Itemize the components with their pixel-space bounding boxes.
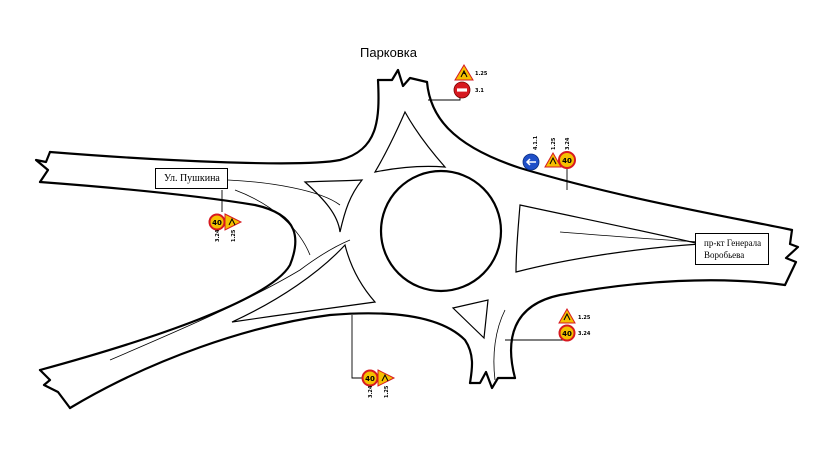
road-bottom-left-break <box>38 368 72 410</box>
no-entry-icon <box>453 81 471 99</box>
speed-limit-icon: 40 <box>558 324 576 342</box>
central-island <box>379 169 503 293</box>
road-top-break <box>376 68 429 88</box>
roadworks-warning-icon <box>544 151 562 168</box>
roadworks-warning-icon <box>558 307 576 324</box>
sign-group-top: 1.25 3.1 <box>453 64 488 99</box>
roadworks-warning-icon <box>454 64 474 81</box>
lane-left-entry <box>227 179 341 206</box>
road-bottom-left-edge <box>68 312 474 410</box>
road-right-break <box>783 228 800 287</box>
sign-group-upper-right: 40 4.1.1 1.25 3.24 <box>522 135 576 171</box>
speed-limit-icon: 40 <box>361 369 379 387</box>
road-bottom-break <box>468 370 517 390</box>
street-label-box-right: пр-кт Генерала Воробьева <box>695 233 769 265</box>
svg-text:40: 40 <box>562 330 572 338</box>
sign-code: 4.1.1 <box>533 135 539 150</box>
road-top-right-edge <box>425 80 794 232</box>
island-bottom-left <box>231 243 377 323</box>
roadworks-warning-icon <box>224 213 243 231</box>
sign-group-bottom: 40 3.24 1.25 <box>361 369 396 398</box>
roadworks-warning-icon <box>377 369 396 387</box>
sign-code: 3.24 <box>578 331 591 337</box>
island-top <box>373 110 447 173</box>
sign-code: 1.25 <box>475 71 488 77</box>
lane-right <box>559 231 701 243</box>
street-label-box-left: Ул. Пушкина <box>155 168 228 189</box>
street-label-right-line1: пр-кт Генерала <box>704 238 762 248</box>
sign-code: 1.25 <box>231 229 237 242</box>
lane-bottom-left <box>109 239 351 361</box>
parking-label: Парковка <box>360 45 417 60</box>
island-bottom <box>451 299 489 340</box>
sign-code: 1.25 <box>551 137 557 150</box>
road-left-break <box>34 150 52 184</box>
lane-left-exit <box>234 189 311 256</box>
svg-text:40: 40 <box>365 375 375 383</box>
speed-limit-icon: 40 <box>208 213 226 231</box>
sign-code: 3.24 <box>368 385 374 398</box>
sign-code: 3.24 <box>565 137 571 150</box>
sign-code: 1.25 <box>578 315 591 321</box>
pole-bottom <box>351 315 364 379</box>
pole-top <box>428 95 461 101</box>
island-left <box>303 179 364 233</box>
road-top-left-edge <box>48 78 380 165</box>
island-right <box>515 204 701 273</box>
svg-text:40: 40 <box>212 219 222 227</box>
sign-code: 1.25 <box>384 385 390 398</box>
straight-only-icon <box>522 153 540 171</box>
sign-group-lower-right: 1.25 40 3.24 <box>558 307 591 342</box>
sign-code: 3.1 <box>475 88 484 94</box>
sign-code: 3.24 <box>215 229 221 242</box>
lane-bottom <box>493 309 506 381</box>
svg-text:40: 40 <box>562 157 572 165</box>
street-label-right-line2: Воробьева <box>704 250 745 260</box>
road-bottom-right-edge <box>509 279 787 380</box>
sign-group-left: 40 3.24 1.25 <box>208 213 243 242</box>
speed-limit-icon: 40 <box>558 151 576 169</box>
street-label-left: Ул. Пушкина <box>164 173 220 184</box>
road-left-lower-edge <box>38 180 297 372</box>
